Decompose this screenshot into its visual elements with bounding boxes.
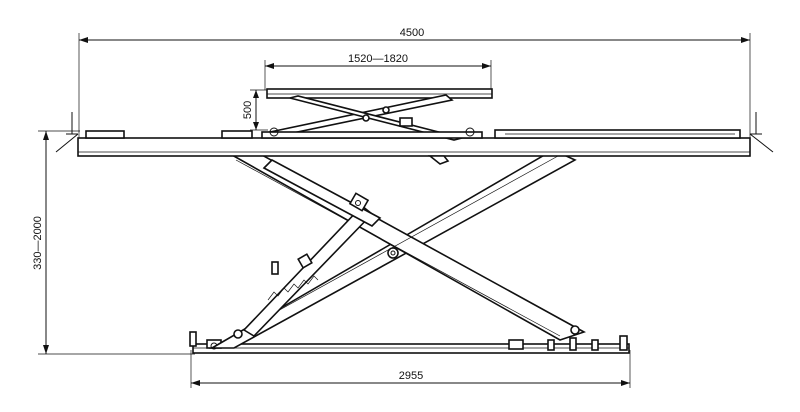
top-table-range-dimension: 1520—1820 [264,53,492,90]
overall-length-dimension: 4500 [78,27,751,138]
main-scissor-arms [209,149,586,349]
top-table-lift-dimension: 500 [242,89,268,131]
left-ramp [55,112,79,153]
main-platform [77,129,751,165]
overall-length-label: 4500 [400,27,424,39]
top-table-lift-label: 500 [242,101,254,119]
top-table-range-label: 1520—1820 [348,53,408,65]
base-length-label: 2955 [399,370,423,382]
right-ramp [749,112,774,153]
height-range-label: 330—2000 [32,216,44,270]
hydraulic-cylinder [242,159,382,338]
height-range-dimension: 330—2000 [32,130,195,355]
secondary-table [261,88,493,141]
base-length-dimension: 2955 [190,350,631,388]
base-frame [189,331,630,354]
